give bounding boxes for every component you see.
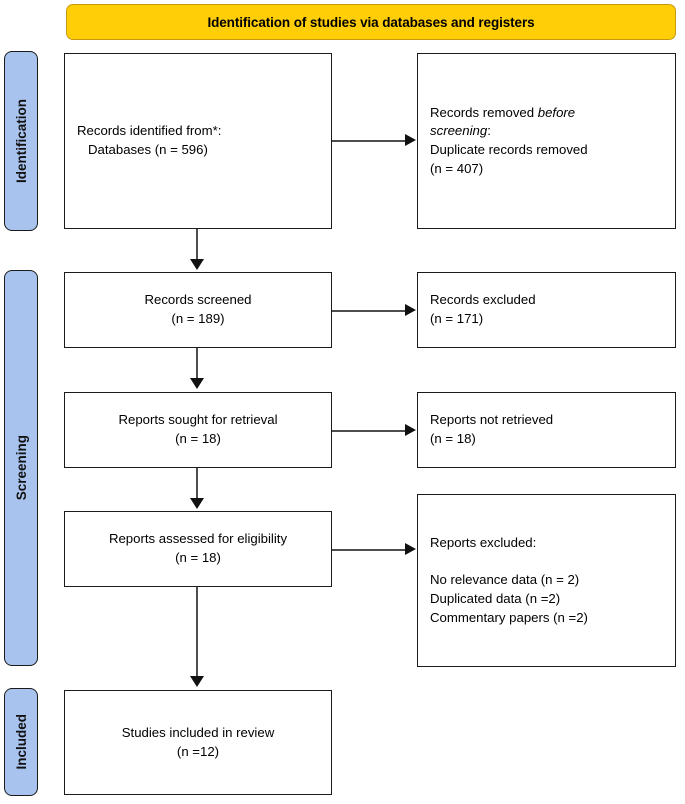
box-reports-sought: Reports sought for retrieval (n = 18) xyxy=(64,392,332,468)
connector-identified-to-screened xyxy=(196,229,198,260)
arrow-right-icon xyxy=(405,543,416,555)
records-removed-line3: Duplicate records removed xyxy=(430,142,588,157)
arrow-right-icon xyxy=(405,304,416,316)
connector-screened-to-sought xyxy=(196,348,198,379)
box-reports-sought-text: Reports sought for retrieval (n = 18) xyxy=(118,412,278,446)
box-studies-included-text: Studies included in review (n =12) xyxy=(121,724,275,759)
records-removed-prefix: Records removed xyxy=(430,104,538,120)
connector-sought-to-not-retrieved xyxy=(332,430,406,432)
box-records-excluded: Records excluded (n = 171) xyxy=(417,272,676,348)
box-records-removed-text: Records removed before screening: Duplicat… xyxy=(418,104,675,179)
connector-sought-to-assessed xyxy=(196,468,198,499)
box-records-identified: Records identified from*: Databases (n =… xyxy=(64,53,332,229)
diagram-title: Identification of studies via databases … xyxy=(207,14,535,30)
box-reports-not-retrieved-text: Reports not retrieved (n = 18) xyxy=(430,412,554,446)
records-removed-colon: : xyxy=(487,123,491,139)
box-reports-assessed-text: Reports assessed for eligibility (n = 18… xyxy=(108,531,288,565)
stage-tab-included: Included xyxy=(4,688,38,796)
records-removed-italic-screening: screening xyxy=(430,123,488,139)
records-removed-italic-before: before xyxy=(537,104,576,120)
box-records-excluded-text: Records excluded (n = 171) xyxy=(430,292,536,326)
stage-label-included: Included xyxy=(13,714,29,770)
box-reports-not-retrieved: Reports not retrieved (n = 18) xyxy=(417,392,676,468)
connector-identified-to-removed xyxy=(332,140,406,142)
stage-label-identification: Identification xyxy=(13,99,29,183)
arrow-down-icon xyxy=(190,498,204,509)
stage-tab-screening: Screening xyxy=(4,270,38,666)
connector-assessed-to-reports-excluded xyxy=(332,549,406,551)
diagram-header-banner: Identification of studies via databases … xyxy=(66,4,676,40)
arrow-down-icon xyxy=(190,676,204,687)
box-reports-assessed: Reports assessed for eligibility (n = 18… xyxy=(64,511,332,587)
box-studies-included: Studies included in review (n =12) xyxy=(64,690,332,795)
connector-screened-to-excluded xyxy=(332,310,406,312)
box-records-removed: Records removed before screening: Duplicat… xyxy=(417,53,676,229)
stage-tab-identification: Identification xyxy=(4,51,38,231)
arrow-down-icon xyxy=(190,378,204,389)
box-records-identified-text: Records identified from*: Databases (n =… xyxy=(77,123,222,157)
box-reports-excluded-text: Reports excluded: No relevance data (n =… xyxy=(430,534,588,625)
box-records-screened: Records screened (n = 189) xyxy=(64,272,332,348)
box-reports-excluded: Reports excluded: No relevance data (n =… xyxy=(417,494,676,667)
box-records-screened-text: Records screened (n = 189) xyxy=(144,292,252,326)
arrow-right-icon xyxy=(405,424,416,436)
records-removed-line4: (n = 407) xyxy=(430,160,484,176)
connector-assessed-to-included xyxy=(196,587,198,677)
stage-label-screening: Screening xyxy=(13,435,29,501)
arrow-right-icon xyxy=(405,134,416,146)
arrow-down-icon xyxy=(190,259,204,270)
